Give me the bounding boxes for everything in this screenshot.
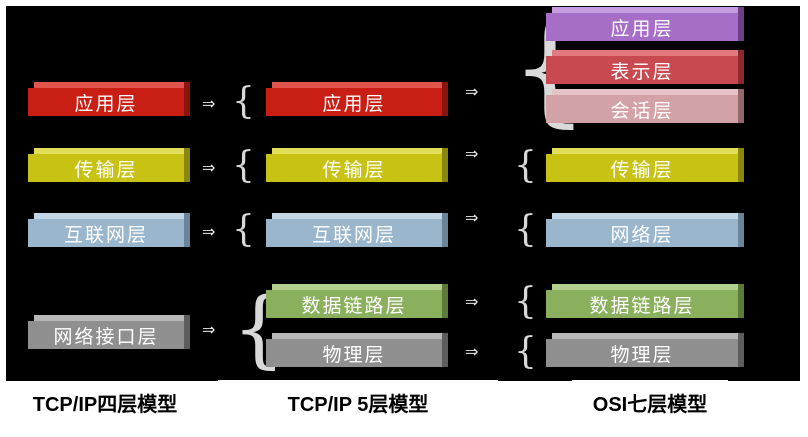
arrow-icon: ⇒ <box>202 94 216 113</box>
arrow-icon: ⇒ <box>202 222 216 241</box>
osi-physical-layer: 物理层 <box>546 333 744 367</box>
osi-presentation-layer: 表示层 <box>546 50 744 84</box>
osi-transport-layer: 传输层 <box>546 148 744 182</box>
osi-data-link-layer: 数据链路层 <box>546 284 744 318</box>
left-brace-icon: { <box>232 81 255 122</box>
osi-application-layer: 应用层 <box>546 7 744 41</box>
arrow-icon: ⇒ <box>465 144 479 163</box>
osi-model-title: OSI七层模型 <box>572 380 728 424</box>
left-brace-icon: { <box>232 209 255 250</box>
left-brace-icon: { <box>514 281 537 322</box>
arrow-icon: ⇒ <box>465 82 479 101</box>
arrow-icon: ⇒ <box>202 158 216 177</box>
left-brace-icon: { <box>232 145 255 186</box>
arrow-icon: ⇒ <box>202 320 216 339</box>
tcp5-data-link-layer: 数据链路层 <box>266 284 448 318</box>
tcp5-transport-layer: 传输层 <box>266 148 448 182</box>
tcp4-model-title: TCP/IP四层模型 <box>18 383 192 421</box>
tcp5-application-layer: 应用层 <box>266 82 448 116</box>
tcp4-internet-layer: 互联网层 <box>28 213 190 247</box>
left-brace-icon: { <box>514 331 537 372</box>
tcp4-application-layer: 应用层 <box>28 82 190 116</box>
tcp5-physical-layer: 物理层 <box>266 333 448 367</box>
left-brace-icon: { <box>514 209 537 250</box>
arrow-icon: ⇒ <box>465 342 479 361</box>
arrow-icon: ⇒ <box>465 208 479 227</box>
tcp4-transport-layer: 传输层 <box>28 148 190 182</box>
arrow-icon: ⇒ <box>465 292 479 311</box>
tcp4-network-interface-layer: 网络接口层 <box>28 315 190 349</box>
tcp5-model-title: TCP/IP 5层模型 <box>218 380 498 424</box>
tcp5-internet-layer: 互联网层 <box>266 213 448 247</box>
left-brace-icon: { <box>514 145 537 186</box>
osi-session-layer: 会话层 <box>546 89 744 123</box>
osi-network-layer: 网络层 <box>546 213 744 247</box>
